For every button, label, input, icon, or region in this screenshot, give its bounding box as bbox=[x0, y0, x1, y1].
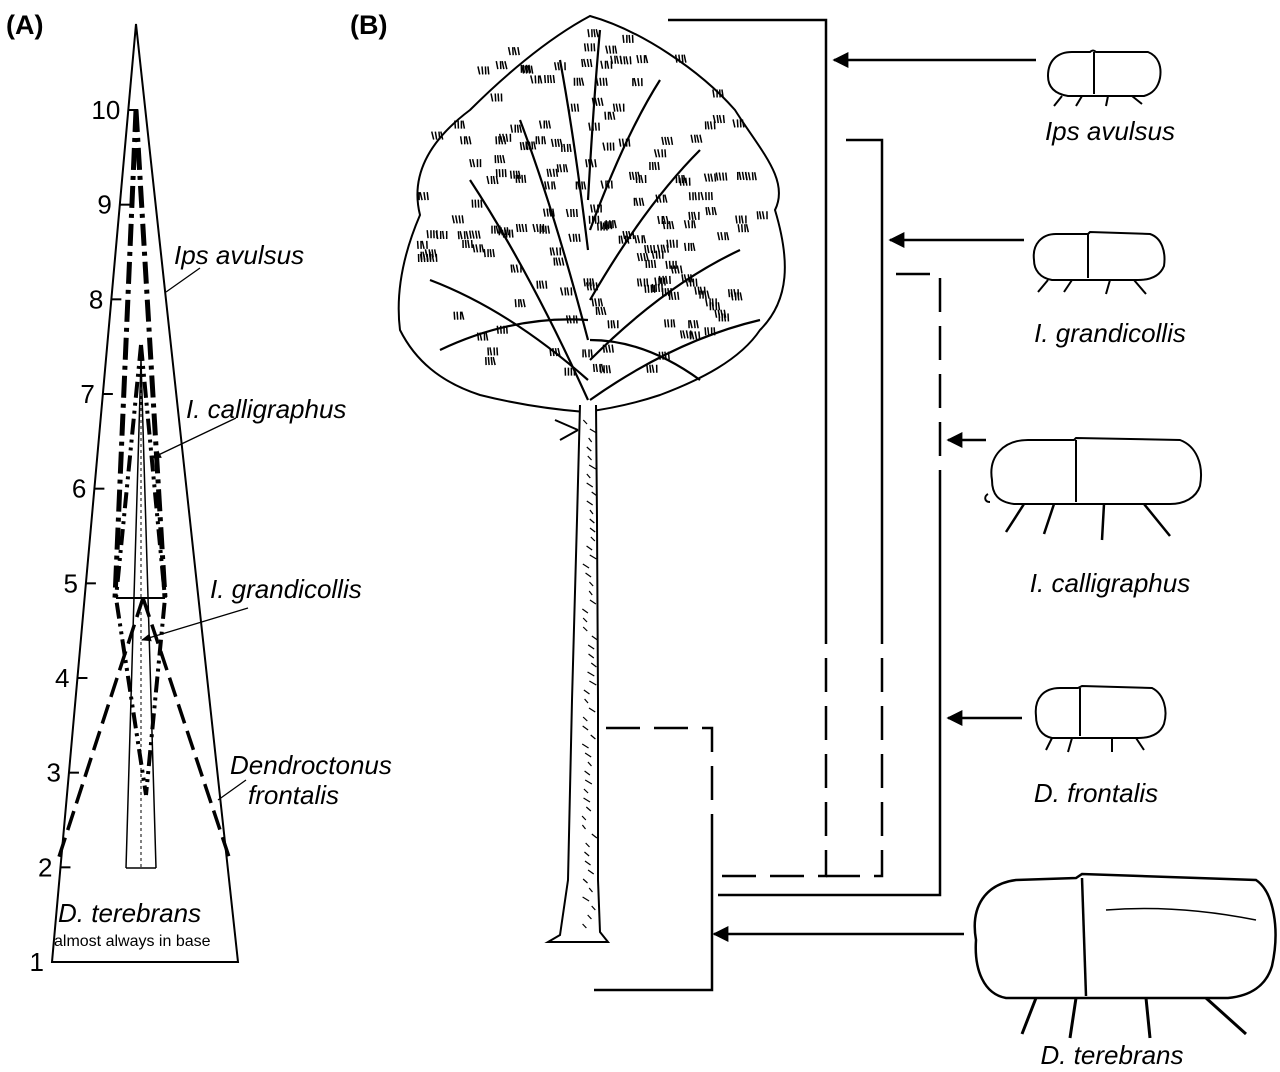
tree-trunk bbox=[548, 405, 608, 942]
label-frontalis: frontalis bbox=[248, 780, 339, 810]
bracket-d-terebrans-dashed bbox=[606, 728, 712, 820]
ips-avulsus-range-left bbox=[115, 110, 136, 598]
beetle-i-grandicollis-illustration bbox=[1034, 232, 1165, 294]
bracket-d-frontalis bbox=[718, 470, 940, 895]
d-frontalis-range-right bbox=[143, 598, 230, 860]
species-label-ips-avulsus: Ips avulsus bbox=[1045, 116, 1175, 146]
bracket-d-terebrans-solid bbox=[594, 820, 712, 990]
bracket-ips-avulsus-dashed bbox=[720, 610, 826, 876]
d-frontalis-leader bbox=[218, 780, 246, 800]
needle-tuft bbox=[496, 61, 507, 69]
height-tick-label: 3 bbox=[46, 758, 60, 788]
ips-avulsus-leader bbox=[166, 268, 200, 292]
panel-a-diagram: 12345678910 Ips avulsus I. calligraphus … bbox=[30, 24, 392, 977]
bracket-i-grandicollis-dashed bbox=[818, 610, 882, 876]
i-grandicollis-leader bbox=[142, 608, 248, 640]
branch-stub bbox=[555, 420, 578, 440]
pine-tree-illustration bbox=[399, 16, 785, 942]
panel-a-label: (A) bbox=[6, 10, 43, 40]
beetle-ips-avulsus-illustration bbox=[1048, 51, 1161, 107]
panel-b-label: (B) bbox=[350, 10, 387, 40]
label-ips-avulsus: Ips avulsus bbox=[174, 240, 304, 270]
species-label-d-terebrans: D. terebrans bbox=[1040, 1040, 1183, 1070]
height-axis-ticks bbox=[52, 110, 138, 962]
height-tick-label: 2 bbox=[38, 852, 52, 882]
height-tick-label: 7 bbox=[80, 379, 94, 409]
label-d-terebrans-note: almost always in base bbox=[54, 933, 211, 950]
species-label-i-grandicollis: I. grandicollis bbox=[1034, 318, 1186, 348]
bracket-i-calligraphus-dashed bbox=[896, 274, 940, 470]
height-tick-label: 4 bbox=[55, 663, 69, 693]
beetle-i-calligraphus-illustration bbox=[985, 438, 1201, 540]
label-i-grandicollis: I. grandicollis bbox=[210, 574, 362, 604]
height-tick-label: 10 bbox=[91, 95, 120, 125]
label-i-calligraphus: I. calligraphus bbox=[186, 394, 346, 424]
species-label-i-calligraphus: I. calligraphus bbox=[1030, 568, 1190, 598]
height-tick-label: 1 bbox=[30, 947, 44, 977]
needle-tuft bbox=[478, 66, 489, 74]
bracket-i-grandicollis-solid bbox=[846, 140, 882, 610]
height-axis-labels: 1 2 3 4 5 6 7 8 9 10 bbox=[30, 95, 121, 977]
height-tick-label: 6 bbox=[72, 474, 86, 504]
beetle-d-frontalis-illustration bbox=[1036, 686, 1166, 752]
label-dendroctonus: Dendroctonus bbox=[230, 750, 392, 780]
height-tick-label: 5 bbox=[63, 568, 77, 598]
i-calligraphus-range-right bbox=[141, 345, 165, 795]
i-calligraphus-leader bbox=[152, 418, 236, 458]
beetle-d-terebrans-illustration bbox=[975, 874, 1276, 1038]
needle-tuft bbox=[509, 47, 520, 55]
label-d-terebrans: D. terebrans bbox=[58, 898, 201, 928]
species-label-d-frontalis: D. frontalis bbox=[1034, 778, 1158, 808]
height-tick-label: 8 bbox=[89, 284, 103, 314]
height-tick-label: 9 bbox=[97, 190, 111, 220]
